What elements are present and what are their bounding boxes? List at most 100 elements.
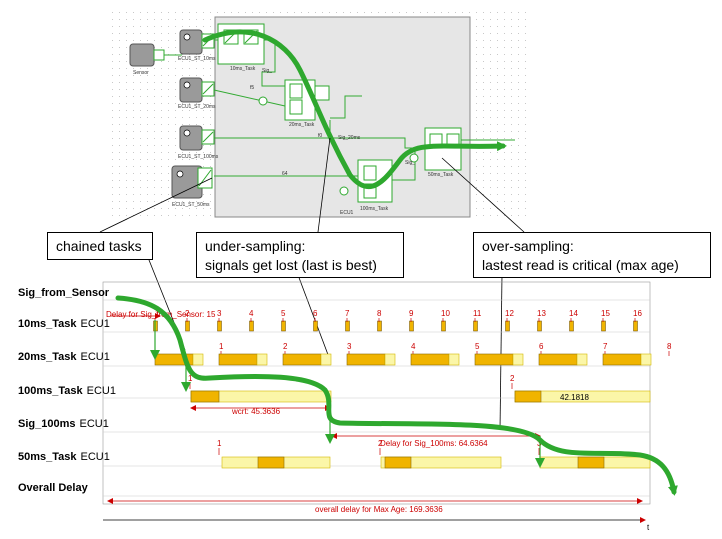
callout-over-body: lastest read is critical (max age) <box>482 257 679 273</box>
task-10ms-bar <box>569 320 574 332</box>
tick-label-20ms: 7 <box>603 342 608 351</box>
tick-label-20ms: 4 <box>411 342 416 351</box>
task-20ms-wait <box>512 353 524 366</box>
task-20ms-wait <box>192 353 204 366</box>
wire-label: Sig_ <box>405 160 415 166</box>
row-name: Sig_100ms <box>18 418 76 430</box>
wire-label: f0 <box>318 133 322 139</box>
callout-over-sampling: over-sampling: lastest read is critical … <box>473 232 711 278</box>
tick-label-10ms: 9 <box>409 309 414 318</box>
delay-annotations: Delay for Sig_from_Sensor: 15 wcrt: 45.3… <box>106 310 643 514</box>
task-20ms-wait <box>448 353 460 366</box>
tick-label-10ms: 16 <box>633 309 642 318</box>
task-100ms-block[interactable]: 100ms_Task <box>357 159 393 212</box>
row-label-sig-from-sensor: Sig_from_Sensor <box>18 287 109 299</box>
task-20ms-wait <box>576 353 588 366</box>
task-10ms-bar <box>633 320 638 332</box>
task-100ms-instances: 42.1818 <box>190 390 651 403</box>
tick-label-10ms: 4 <box>249 309 254 318</box>
tick-label-10ms: 11 <box>473 309 482 318</box>
tick-label-20ms: 1 <box>219 342 224 351</box>
tick-label-10ms: 13 <box>537 309 546 318</box>
task-20ms-exec <box>602 353 642 366</box>
tick-label-20ms: 3 <box>347 342 352 351</box>
row-ecu: ECU1 <box>80 451 110 463</box>
task-10ms-bar <box>537 320 542 332</box>
task-10ms-bar <box>185 320 190 332</box>
tick-label-50ms: 1 <box>217 439 222 448</box>
overall-delay-label: overall delay for Max Age: 169.3636 <box>315 505 443 514</box>
task-50ms-exec <box>577 456 605 469</box>
task-10ms-bar <box>505 320 510 332</box>
task-10ms-bar <box>345 320 350 332</box>
task-20ms-exec <box>410 353 450 366</box>
wire-label: f5 <box>250 85 254 91</box>
top-flow-arrow <box>202 29 507 190</box>
stimulus-10ms-block[interactable]: ECU1_ST_10ms <box>178 29 216 62</box>
delay-sensor-label: Delay for Sig_from_Sensor: 15 <box>106 310 216 319</box>
task-10ms-bar <box>409 320 414 332</box>
callout-under-title: under-sampling: <box>205 238 306 254</box>
block-diagram: ECU1 Sensor ECU1_ST_10ms ECU1_ST_20ms <box>110 8 530 223</box>
tick-label-10ms: 3 <box>217 309 222 318</box>
stimulus-100ms-label: ECU1_ST_100ms <box>178 154 219 160</box>
row-ecu: ECU1 <box>80 351 110 363</box>
callout-chained-text: chained tasks <box>56 238 142 254</box>
task-20ms-wait <box>640 353 652 366</box>
task-10ms-bar <box>377 320 382 332</box>
stimulus-100ms-block[interactable]: ECU1_ST_100ms <box>178 125 219 160</box>
signal-port <box>409 153 419 163</box>
task-10ms-bar <box>217 320 222 332</box>
row-name: 100ms_Task <box>18 385 83 397</box>
stimulus-20ms-block[interactable]: ECU1_ST_20ms <box>178 77 216 110</box>
tick-label-100ms: 1 <box>188 374 193 383</box>
sensor-label: Sensor <box>133 70 149 76</box>
stimulus-10ms-label: ECU1_ST_10ms <box>178 56 216 62</box>
task-50ms-label: 50ms_Task <box>428 172 454 178</box>
task-10ms-label: 10ms_Task <box>230 66 256 72</box>
row-ecu: ECU1 <box>86 385 116 397</box>
signal-port <box>339 186 349 196</box>
tick-label-50ms: 2 <box>378 439 383 448</box>
signal-port <box>258 96 268 106</box>
task-10ms-bar <box>249 320 254 332</box>
stimulus-50ms-label: ECU1_ST_50ms <box>172 202 210 208</box>
task-10ms-bar <box>441 320 446 332</box>
sensor-block[interactable]: Sensor <box>129 43 182 76</box>
wire-label: Sig_20ms <box>338 135 361 141</box>
task-20ms-wait <box>384 353 396 366</box>
value-100ms-label: 42.1818 <box>560 393 589 402</box>
task-20ms-exec <box>282 353 322 366</box>
stimulus-50ms-block[interactable]: ECU1_ST_50ms <box>171 165 213 208</box>
time-axis-label: t <box>647 523 650 532</box>
task-10ms-bar <box>473 320 478 332</box>
task-50ms-bar <box>380 456 502 469</box>
task-50ms-exec <box>257 456 285 469</box>
wire-label: Sig_ <box>262 68 272 74</box>
task-20ms-wait <box>320 353 332 366</box>
task-20ms-exec <box>346 353 386 366</box>
task-20ms-exec <box>474 353 514 366</box>
task-10ms-bar <box>601 320 606 332</box>
stimulus-20ms-label: ECU1_ST_20ms <box>178 104 216 110</box>
activation-arrows <box>150 320 545 468</box>
delay-sig100-label: Delay for Sig_100ms: 64.6364 <box>380 439 488 448</box>
row-name: 20ms_Task <box>18 351 77 363</box>
task-100ms-label: 100ms_Task <box>360 206 389 212</box>
task-20ms-exec <box>538 353 578 366</box>
tick-label-10ms: 12 <box>505 309 514 318</box>
task-100ms-exec <box>514 390 542 403</box>
tick-label-20ms: 6 <box>539 342 544 351</box>
tick-label-20ms: 8 <box>667 342 672 351</box>
tick-label-10ms: 5 <box>281 309 286 318</box>
tick-label-20ms: 2 <box>283 342 288 351</box>
tick-label-10ms: 2 <box>185 309 190 318</box>
